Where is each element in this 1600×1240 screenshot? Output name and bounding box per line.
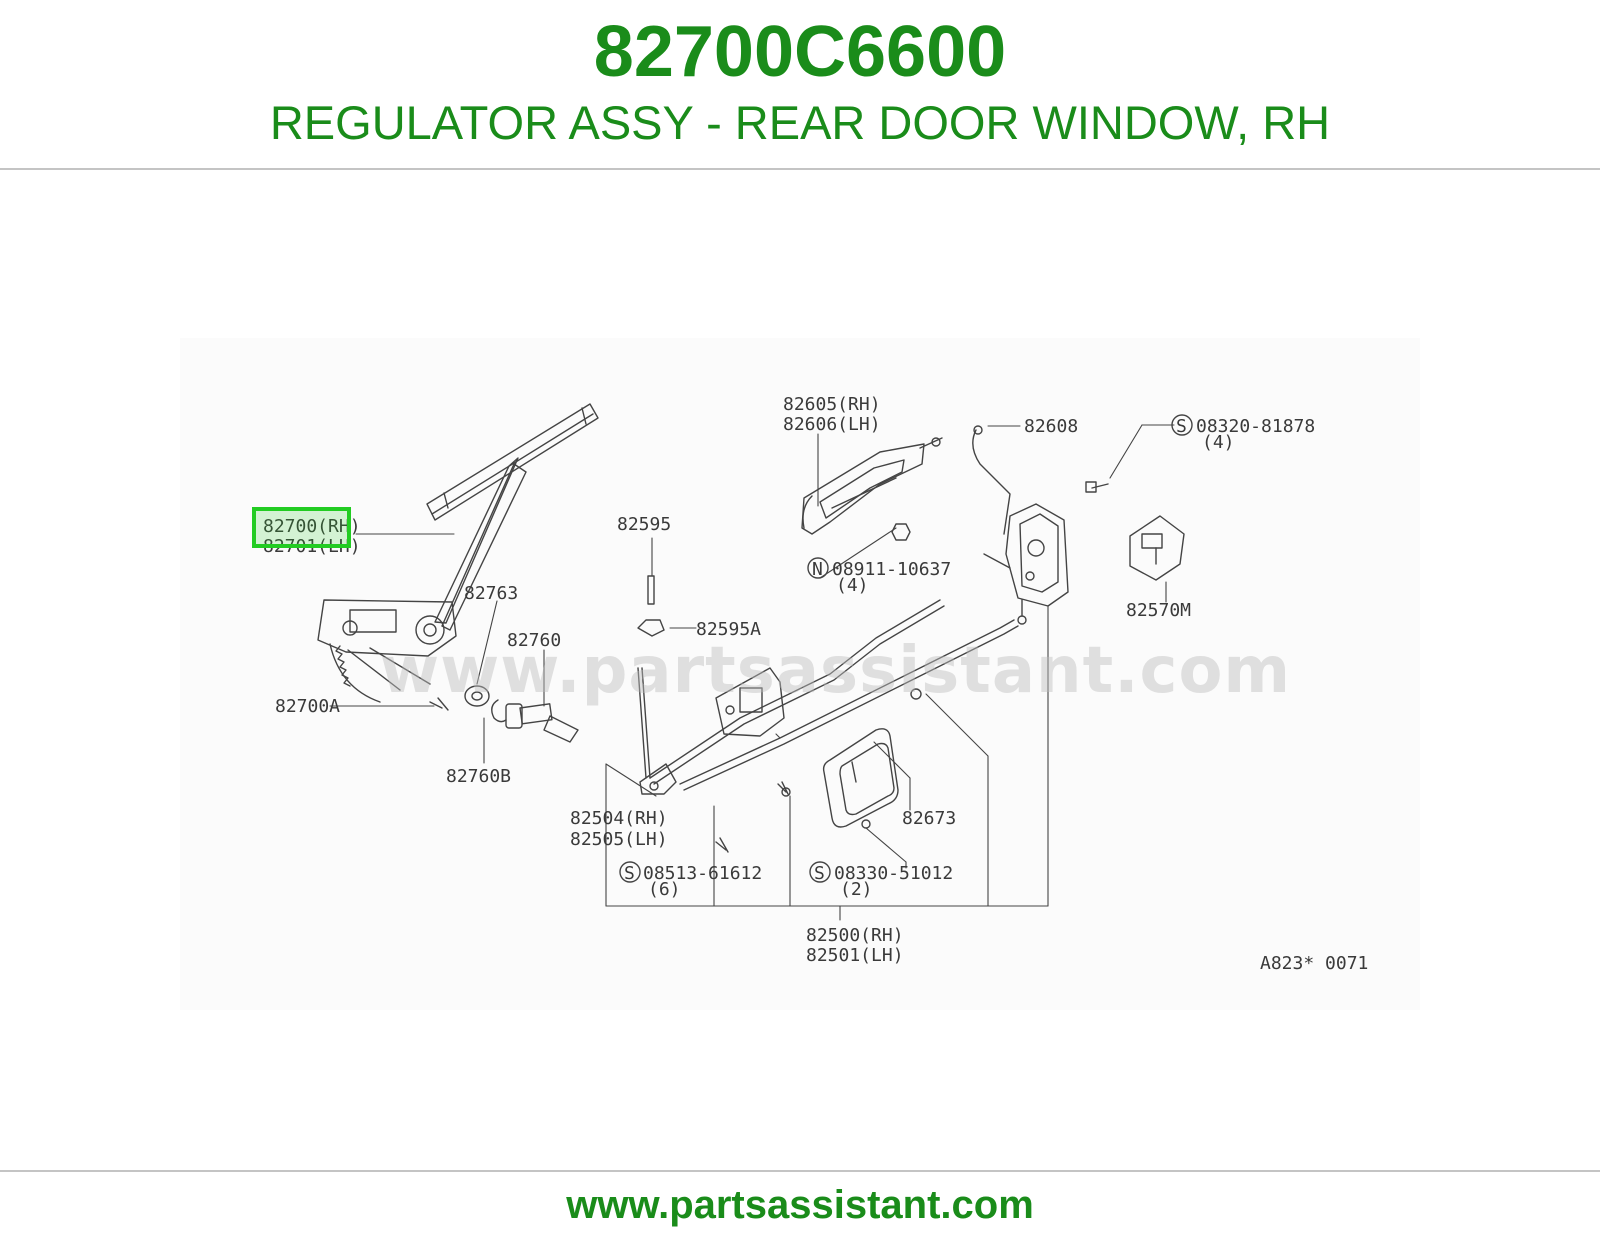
nut-marker — [807, 557, 829, 579]
standard-part-marker — [619, 861, 641, 883]
label-82501-lh[interactable]: 82501(LH) — [806, 945, 904, 966]
window-crank-handle — [505, 703, 579, 743]
parts-diagram: www.partsassistant.com S N S S 82700(RH)… — [252, 394, 1368, 974]
callout-lines — [329, 424, 1175, 921]
rod-82608 — [972, 429, 1011, 535]
label-08330-51012[interactable]: 08330-51012 — [834, 863, 953, 884]
rod-82595 — [647, 575, 655, 605]
label-82505-lh[interactable]: 82505(LH) — [570, 829, 668, 850]
label-82606-lh[interactable]: 82606(LH) — [783, 414, 881, 435]
part-number-title: 82700C6600 — [593, 12, 1007, 92]
selected-part-highlight[interactable] — [252, 507, 351, 548]
screw-08330 — [861, 819, 871, 829]
label-82608[interactable]: 82608 — [1024, 416, 1078, 437]
diagram-reference-code: A823* 0071 — [1260, 953, 1368, 974]
label-82500-rh[interactable]: 82500(RH) — [806, 925, 904, 946]
outside-handle-drawing — [801, 437, 943, 535]
header-divider — [0, 168, 1600, 170]
bolt-82700a — [429, 697, 449, 711]
regulator-assembly-drawing — [317, 403, 599, 703]
inside-handle-rods — [649, 599, 1019, 791]
label-82763[interactable]: 82763 — [464, 583, 518, 604]
screw-08513 — [715, 837, 729, 853]
washer-82763 — [464, 685, 490, 707]
standard-part-symbol: S — [624, 863, 635, 884]
label-82504-rh[interactable]: 82504(RH) — [570, 808, 668, 829]
label-82760b[interactable]: 82760B — [446, 766, 511, 787]
qty-08513: (6) — [648, 879, 681, 900]
footer-divider — [0, 1170, 1600, 1172]
label-82595a[interactable]: 82595A — [696, 619, 761, 640]
part-description: REGULATOR ASSY - REAR DOOR WINDOW, RH — [269, 96, 1331, 149]
qty-08330: (2) — [840, 879, 873, 900]
label-82700-rh[interactable]: 82700(RH) — [263, 516, 361, 537]
label-82570m[interactable]: 82570M — [1126, 600, 1191, 621]
nut-symbol: N — [812, 559, 823, 580]
footer-website-link[interactable]: www.partsassistant.com — [566, 1183, 1034, 1227]
label-82760[interactable]: 82760 — [507, 630, 561, 651]
door-lock-assembly-drawing — [983, 503, 1069, 625]
standard-part-symbol: S — [1176, 416, 1187, 437]
standard-part-marker — [1171, 414, 1193, 436]
nut-08911 — [891, 523, 911, 541]
bellcrank-82504 — [637, 667, 677, 795]
watermark-text: www.partsassistant.com — [380, 634, 1291, 708]
parts-diagram-panel: www.partsassistant.com S N S S 82700(RH)… — [180, 338, 1420, 1010]
label-08513-61612[interactable]: 08513-61612 — [643, 863, 762, 884]
escutcheon-82673 — [822, 728, 899, 828]
label-08911-10637[interactable]: 08911-10637 — [832, 559, 951, 580]
qty-08320: (4) — [1202, 432, 1235, 453]
inside-handle-bracket — [715, 667, 785, 737]
standard-part-symbol: S — [814, 863, 825, 884]
screw-08320 — [1085, 481, 1097, 493]
label-08320-81878[interactable]: 08320-81878 — [1196, 416, 1315, 437]
clip-82595a — [637, 619, 665, 637]
label-82605-rh[interactable]: 82605(RH) — [783, 394, 881, 415]
label-82673[interactable]: 82673 — [902, 808, 956, 829]
page-header: 82700C6600 REGULATOR ASSY - REAR DOOR WI… — [0, 0, 1600, 168]
striker-82570m — [1129, 515, 1185, 581]
standard-part-marker — [809, 861, 831, 883]
label-82595[interactable]: 82595 — [617, 514, 671, 535]
label-82700a[interactable]: 82700A — [275, 696, 340, 717]
clip-82760b — [491, 699, 507, 723]
qty-08911: (4) — [836, 575, 869, 596]
